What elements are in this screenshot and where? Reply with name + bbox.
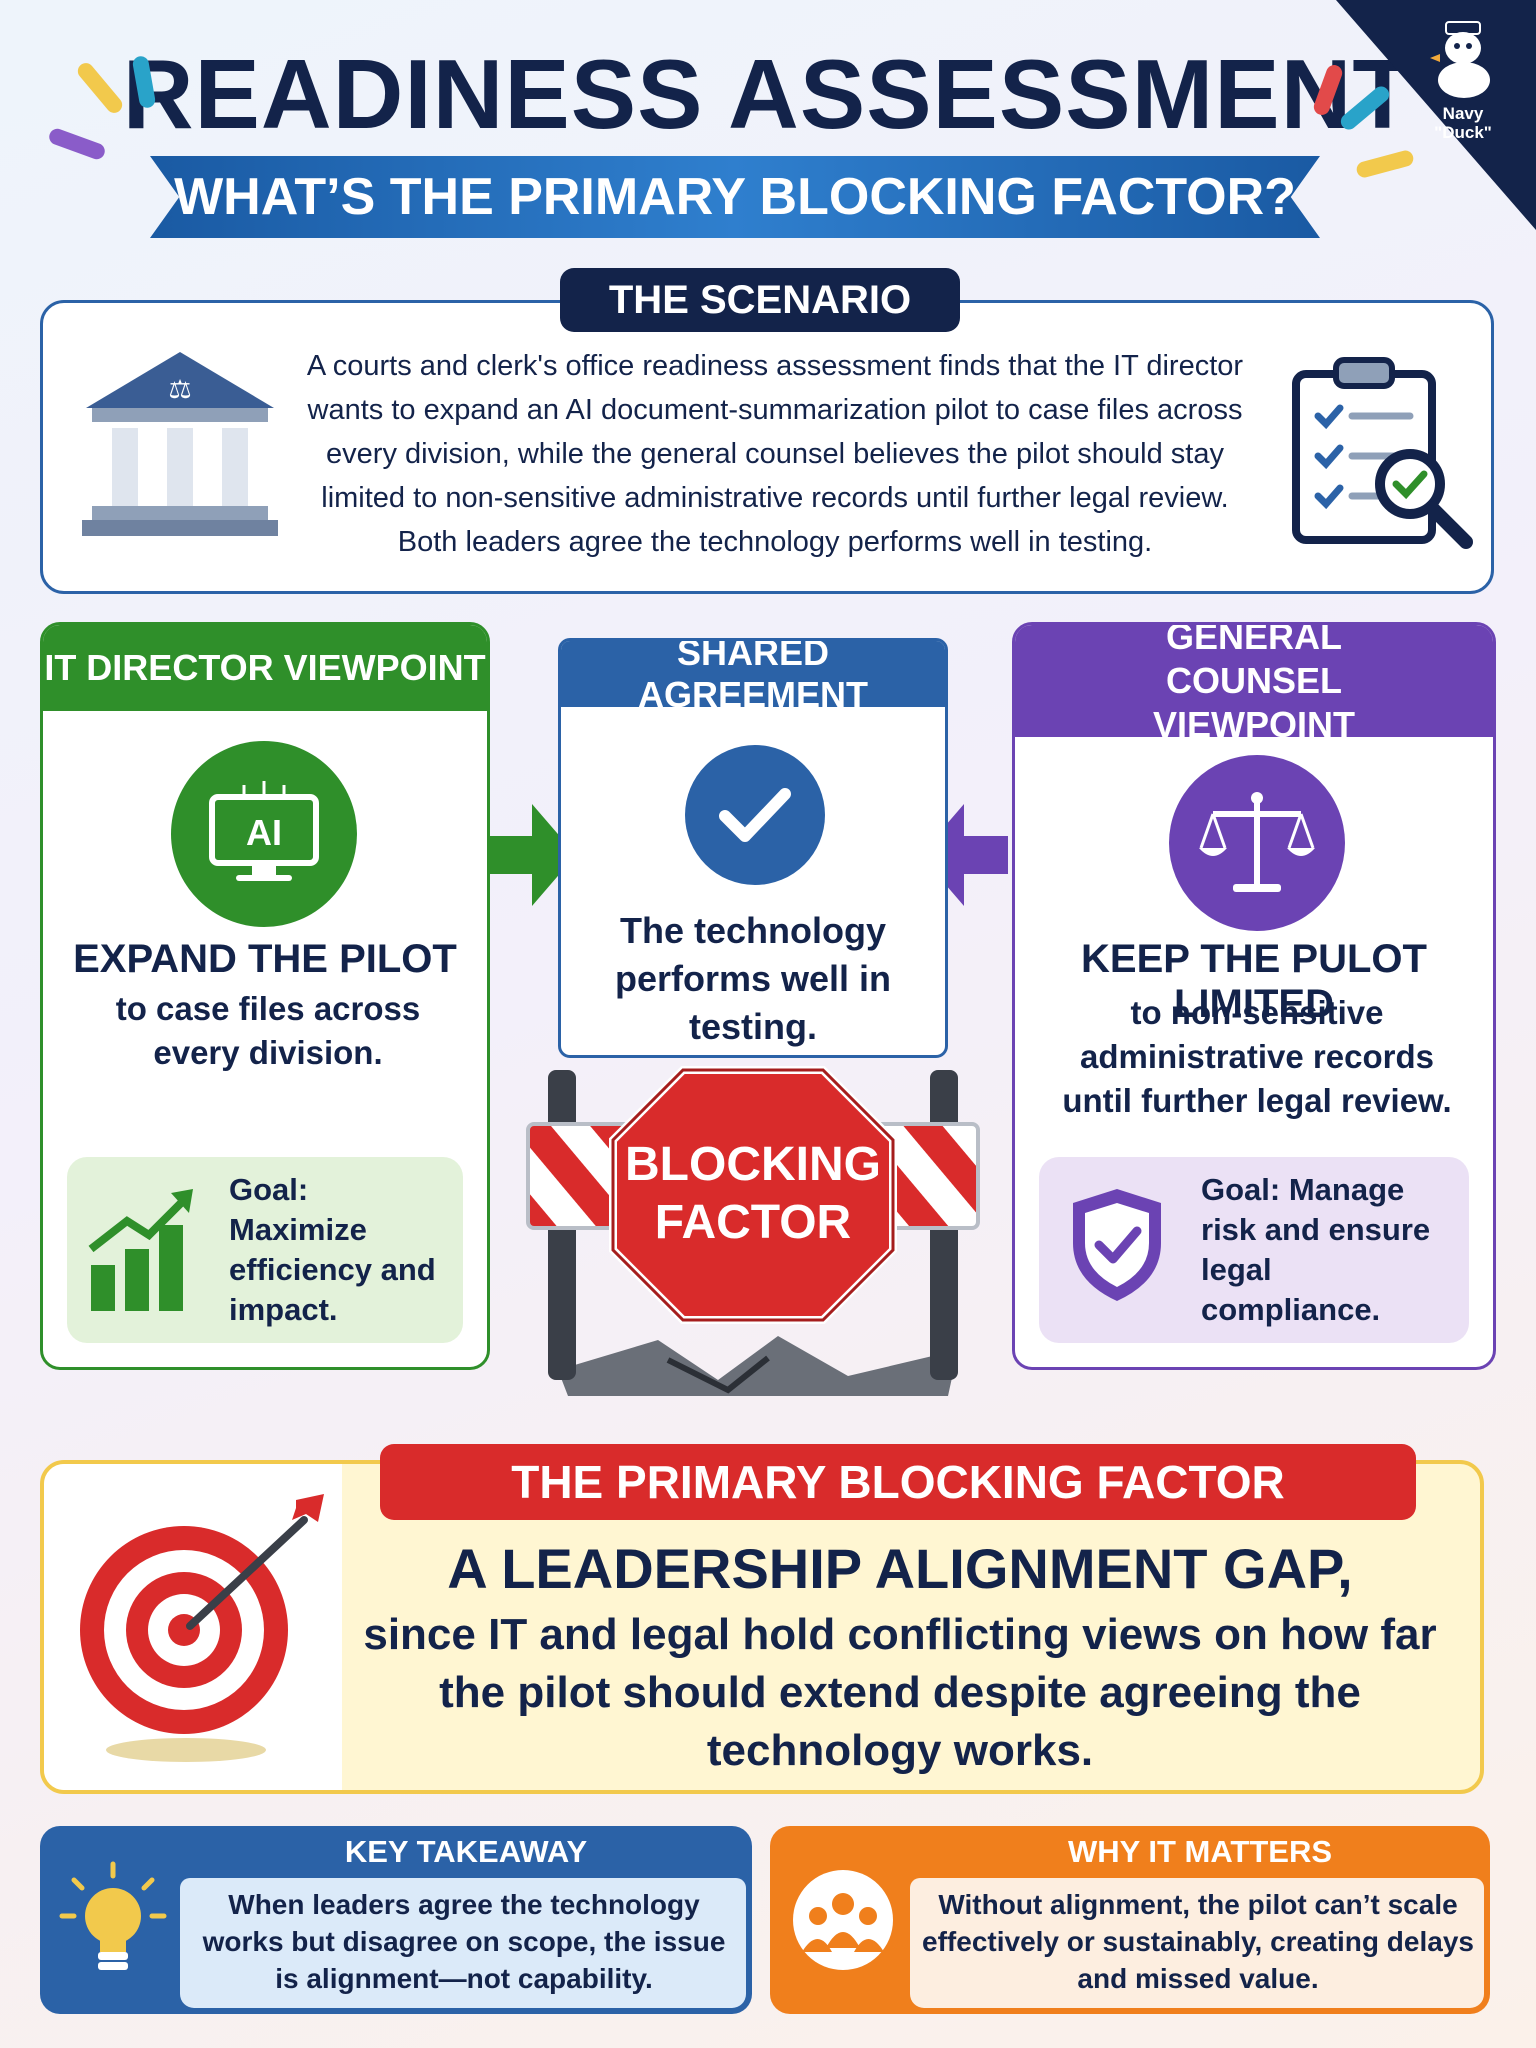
right-arrow-icon <box>488 800 578 910</box>
shared-agreement-panel: SHARED AGREEMENT The technology performs… <box>558 638 948 1058</box>
general-counsel-header: GENERAL COUNSEL VIEWPOINT <box>1015 625 1493 745</box>
scenario-label: THE SCENARIO <box>560 268 960 332</box>
left-burst-decoration <box>40 55 180 180</box>
stop-sign-line1: BLOCKING <box>625 1138 881 1191</box>
growth-chart-icon <box>87 1185 217 1315</box>
general-counsel-title: KEEP THE PULOT LIMITED <box>1081 937 1427 1026</box>
general-counsel-panel: GENERAL COUNSEL VIEWPOINT KEEP THE PULOT… <box>1012 622 1496 1370</box>
svg-text:AI: AI <box>246 812 282 853</box>
courthouse-icon: ⚖ <box>78 346 283 542</box>
shared-agreement-text: The technology performs well in testing. <box>614 910 892 1047</box>
it-director-subtitle: to case files across every division. <box>115 990 421 1071</box>
primary-factor-text: since IT and legal hold conflicting view… <box>363 1610 1437 1775</box>
why-it-matters-header: WHY IT MATTERS <box>1067 1834 1333 1869</box>
scenario-panel <box>40 300 1494 594</box>
clipboard-check-icon <box>1290 352 1480 562</box>
checkmark-icon <box>685 745 825 885</box>
it-director-title: EXPAND THE PILOT <box>73 937 457 981</box>
page-title: READINESS ASSESSMENT <box>122 39 1414 149</box>
key-takeaway-header: KEY TAKEAWAY <box>344 1834 588 1869</box>
key-takeaway-text: When leaders agree the technology works … <box>202 1889 726 1994</box>
stop-sign-line2: FACTOR <box>655 1196 851 1249</box>
subtitle-ribbon: WHAT’S THE PRIMARY BLOCKING FACTOR? <box>150 156 1320 238</box>
scales-icon <box>1169 755 1345 931</box>
key-takeaway-card: KEY TAKEAWAY When leaders agree the tech… <box>40 1826 752 2014</box>
brand-name: Navy "Duck" <box>1434 104 1492 142</box>
team-icon <box>788 1860 898 1980</box>
it-director-header: IT DIRECTOR VIEWPOINT <box>43 625 487 711</box>
svg-text:⚖: ⚖ <box>168 375 191 405</box>
shield-check-icon <box>1067 1185 1187 1315</box>
primary-factor-headline: A LEADERSHIP ALIGNMENT GAP, <box>447 1537 1353 1600</box>
general-counsel-subtitle: to non-sensitive administrative records … <box>1062 994 1452 1119</box>
duck-mascot-icon <box>1428 20 1498 100</box>
why-it-matters-body <box>910 1878 1484 2008</box>
primary-factor-label: THE PRIMARY BLOCKING FACTOR <box>380 1444 1416 1520</box>
target-icon <box>74 1480 334 1770</box>
it-director-panel: IT DIRECTOR VIEWPOINT AI EXPAND THE PILO… <box>40 622 490 1370</box>
lightbulb-icon <box>58 1860 168 1980</box>
why-it-matters-text: Without alignment, the pilot can’t scale… <box>922 1889 1474 1994</box>
blocking-barrier: BLOCKING FACTOR <box>518 1040 988 1400</box>
key-takeaway-body <box>180 1878 746 2008</box>
it-director-goal: Goal: Maximize efficiency and impact. <box>67 1157 463 1343</box>
it-director-goal-text: Goal: Maximize efficiency and impact. <box>229 1172 436 1327</box>
general-counsel-goal: Goal: Manage risk and ensure legal compl… <box>1039 1157 1469 1343</box>
shared-agreement-header: SHARED AGREEMENT <box>561 641 945 715</box>
subtitle-text: WHAT’S THE PRIMARY BLOCKING FACTOR? <box>174 168 1296 226</box>
ai-monitor-icon: AI <box>171 741 357 927</box>
brand-logo: Navy "Duck" <box>1408 20 1518 170</box>
general-counsel-goal-text: Goal: Manage risk and ensure legal compl… <box>1201 1172 1431 1327</box>
why-it-matters-card: WHY IT MATTERS Without alignment, the pi… <box>770 1826 1490 2014</box>
scenario-text: A courts and clerk's office readiness as… <box>306 350 1244 558</box>
